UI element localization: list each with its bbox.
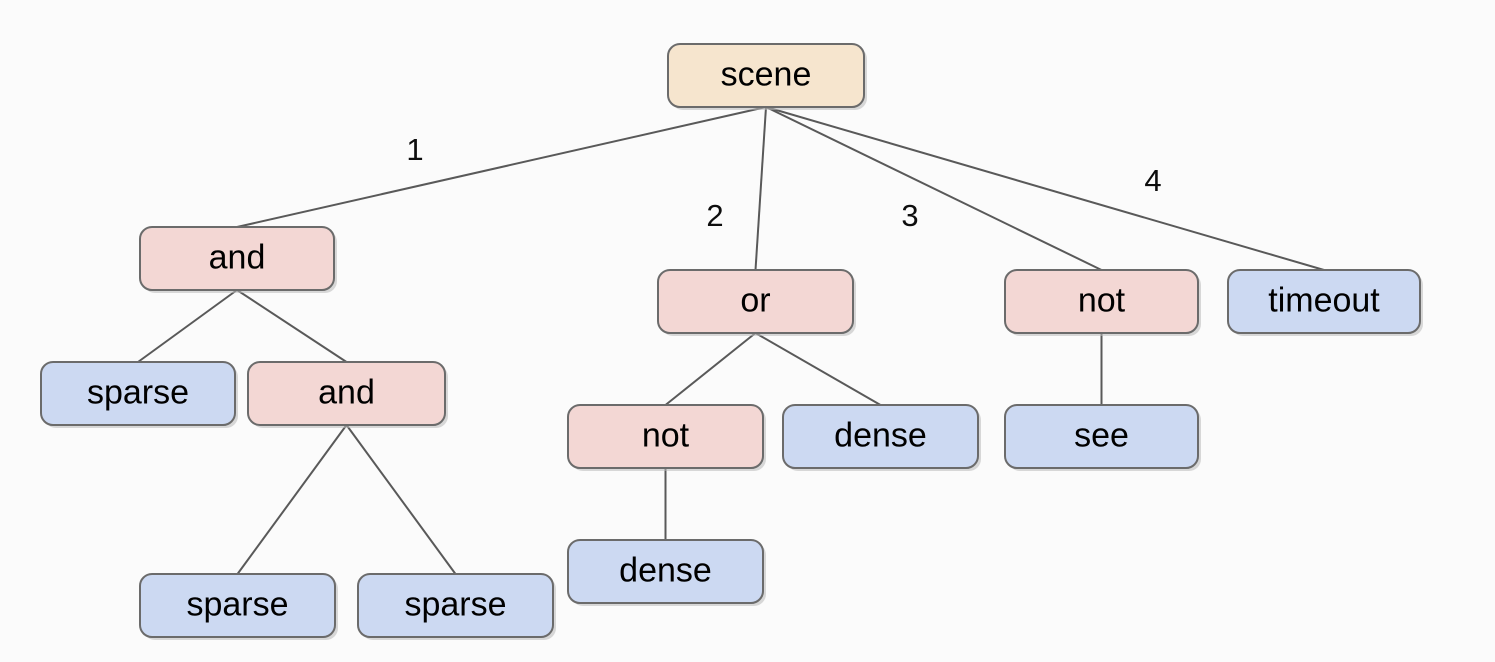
node-label: see <box>1074 416 1129 454</box>
tree-node-not[interactable]: not <box>1004 269 1201 336</box>
tree-node-or[interactable]: or <box>657 269 856 336</box>
node-box[interactable] <box>1004 404 1199 469</box>
tree-edge <box>236 106 767 228</box>
node-box[interactable] <box>1227 269 1421 334</box>
tree-node-see[interactable]: see <box>1004 404 1201 471</box>
tree-node-timeout[interactable]: timeout <box>1227 269 1423 336</box>
node-box[interactable] <box>782 404 979 469</box>
node-label: and <box>209 238 266 276</box>
tree-node-scene[interactable]: scene <box>667 43 867 110</box>
tree-edge <box>664 332 757 406</box>
node-box[interactable] <box>1004 269 1199 334</box>
tree-node-dense[interactable]: dense <box>567 539 766 606</box>
node-label: sparse <box>186 585 288 623</box>
node-layer: scene and or not timeout sparse and not dense see… <box>40 43 1423 640</box>
tree-node-sparse[interactable]: sparse <box>357 573 556 640</box>
node-box[interactable] <box>139 226 335 291</box>
node-label: not <box>642 416 690 454</box>
tree-node-not[interactable]: not <box>567 404 766 471</box>
edge-label-4: 4 <box>1144 163 1161 198</box>
edge-label-2: 2 <box>706 198 723 233</box>
tree-edge <box>754 106 767 271</box>
tree-edge <box>236 289 348 363</box>
node-box[interactable] <box>567 404 764 469</box>
node-box[interactable] <box>357 573 554 638</box>
edge-label-1: 1 <box>406 132 423 167</box>
tree-edge <box>765 106 1325 271</box>
node-box[interactable] <box>657 269 854 334</box>
tree-node-and[interactable]: and <box>139 226 337 293</box>
tree-node-sparse[interactable]: sparse <box>139 573 338 640</box>
node-label: or <box>740 281 770 319</box>
tree-edge <box>345 424 457 575</box>
edge-label-layer: 1 2 3 4 <box>406 132 1161 233</box>
tree-node-sparse[interactable]: sparse <box>40 361 238 428</box>
node-box[interactable] <box>667 43 865 108</box>
node-label: timeout <box>1268 281 1380 319</box>
tree-node-and[interactable]: and <box>247 361 448 428</box>
tree-edge <box>755 332 881 406</box>
edge-layer <box>137 106 1325 575</box>
node-label: not <box>1078 281 1126 319</box>
node-box[interactable] <box>139 573 336 638</box>
node-label: sparse <box>404 585 506 623</box>
node-box[interactable] <box>567 539 764 604</box>
node-label: sparse <box>87 373 189 411</box>
node-label: and <box>318 373 375 411</box>
tree-edge <box>137 289 238 363</box>
node-box[interactable] <box>247 361 446 426</box>
node-label: scene <box>721 55 812 93</box>
node-box[interactable] <box>40 361 236 426</box>
tree-edge <box>236 424 348 575</box>
tree-edge <box>765 106 1102 271</box>
edge-label-3: 3 <box>901 198 918 233</box>
node-label: dense <box>834 416 927 454</box>
tree-node-dense[interactable]: dense <box>782 404 981 471</box>
node-label: dense <box>619 551 712 589</box>
